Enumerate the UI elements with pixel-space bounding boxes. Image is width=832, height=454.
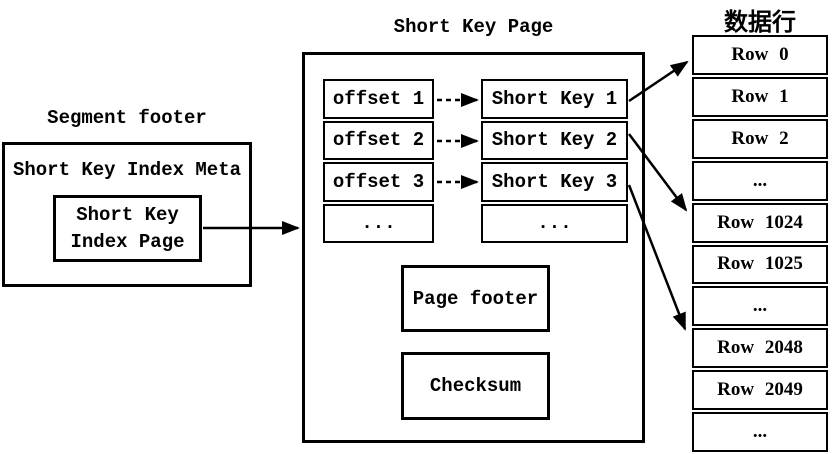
row-cell-ellipsis-3: ... — [692, 412, 828, 453]
page-footer-box: Page footer — [401, 265, 550, 332]
row-cell-2048: Row 2048 — [692, 328, 828, 369]
short-key-index-page-box: Short Key Index Page — [53, 195, 202, 262]
row-cell-ellipsis-1: ... — [692, 160, 828, 201]
offset-cell-2: offset 2 — [323, 120, 434, 160]
row-cell-1025: Row 1025 — [692, 244, 828, 285]
offset-cell-3: offset 3 — [323, 162, 434, 202]
short-key-page-label: Short Key Page — [393, 16, 554, 38]
short-key-index-meta-label: Short Key Index Meta — [12, 159, 242, 181]
row-cell-ellipsis-2: ... — [692, 286, 828, 327]
checksum-box: Checksum — [401, 352, 550, 420]
short-key-list: Short Key 1 Short Key 2 Short Key 3 ... — [481, 79, 628, 243]
row-cell-1: Row 1 — [692, 76, 828, 117]
short-key-index-page-line1: Short Key — [76, 203, 179, 226]
row-cell-0: Row 0 — [692, 35, 828, 75]
offset-list: offset 1 offset 2 offset 3 ... — [323, 79, 434, 243]
segment-footer-label: Segment footer — [47, 107, 207, 129]
row-cell-2049: Row 2049 — [692, 370, 828, 411]
offset-cell-1: offset 1 — [323, 79, 434, 119]
short-key-cell-1: Short Key 1 — [481, 79, 628, 119]
short-key-cell-2: Short Key 2 — [481, 120, 628, 160]
row-cell-1024: Row 1024 — [692, 202, 828, 243]
data-rows-label: 数据行 — [724, 10, 796, 36]
short-key-cell-ellipsis: ... — [481, 203, 628, 243]
offset-cell-ellipsis: ... — [323, 203, 434, 243]
short-key-index-page-line2: Index Page — [70, 230, 185, 253]
row-cell-2: Row 2 — [692, 118, 828, 159]
short-key-cell-3: Short Key 3 — [481, 162, 628, 202]
data-rows-table: Row 0 Row 1 Row 2 ... Row 1024 Row 1025 … — [692, 35, 828, 453]
